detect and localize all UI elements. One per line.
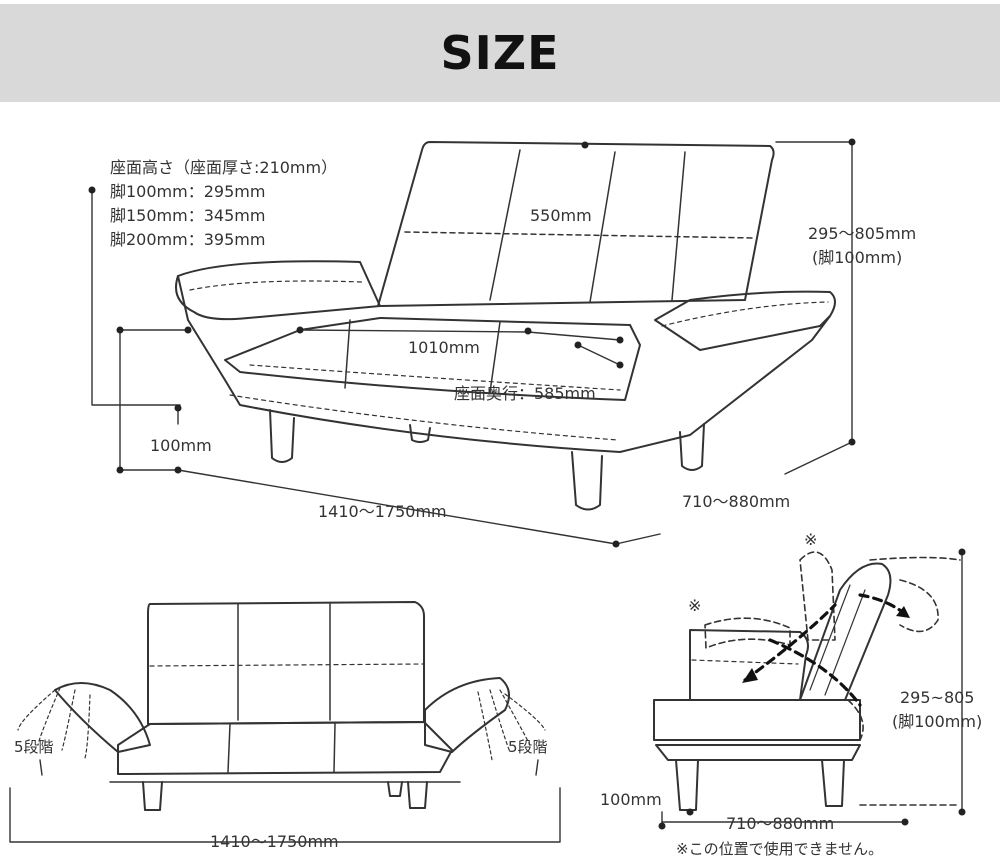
side-dimension-dots: [658, 548, 966, 830]
total-height-label: 295～805mm: [808, 224, 917, 243]
seat-width-label: 1010mm: [408, 338, 480, 357]
side-height-label: 295~805: [900, 688, 975, 707]
total-depth-label: 710～880mm: [682, 492, 791, 511]
right-arm-steps-label: 5段階: [508, 738, 548, 756]
side-mark-left: ※: [688, 596, 702, 615]
main-sofa-illustration: [175, 141, 836, 511]
seat-depth-label: 座面奥行：585mm: [454, 384, 596, 403]
side-mark-top: ※: [804, 530, 818, 549]
front-dimension-lines: [9, 759, 561, 843]
side-usage-note: ※この位置で使用できません。: [676, 840, 884, 858]
side-sofa-illustration: [653, 562, 892, 811]
backrest-height-label: 550mm: [530, 206, 592, 225]
front-sofa-illustration: [54, 601, 510, 811]
leg-spec-100: 脚100mm：295mm: [110, 182, 266, 201]
side-depth-label: 710～880mm: [726, 814, 835, 833]
seat-height-title: 座面高さ（座面厚さ:210mm）: [110, 158, 338, 177]
main-dimension-dots: [88, 138, 856, 548]
leg-spec-200: 脚200mm：395mm: [110, 230, 266, 249]
left-arm-steps-label: 5段階: [14, 738, 54, 756]
front-arm-swing-arcs: [17, 687, 546, 761]
side-arrowheads: [742, 606, 910, 683]
leg-height-label: 100mm: [150, 436, 212, 455]
total-width-label: 1410～1750mm: [318, 502, 447, 521]
side-height-note: (脚100mm): [892, 712, 983, 731]
side-leg-height-label: 100mm: [600, 790, 662, 809]
page-title: SIZE: [440, 26, 560, 80]
total-height-note: (脚100mm): [812, 248, 903, 267]
leg-spec-150: 脚150mm：345mm: [110, 206, 266, 225]
front-total-width-label: 1410～1750mm: [210, 832, 339, 851]
title-banner: SIZE: [0, 4, 1000, 102]
